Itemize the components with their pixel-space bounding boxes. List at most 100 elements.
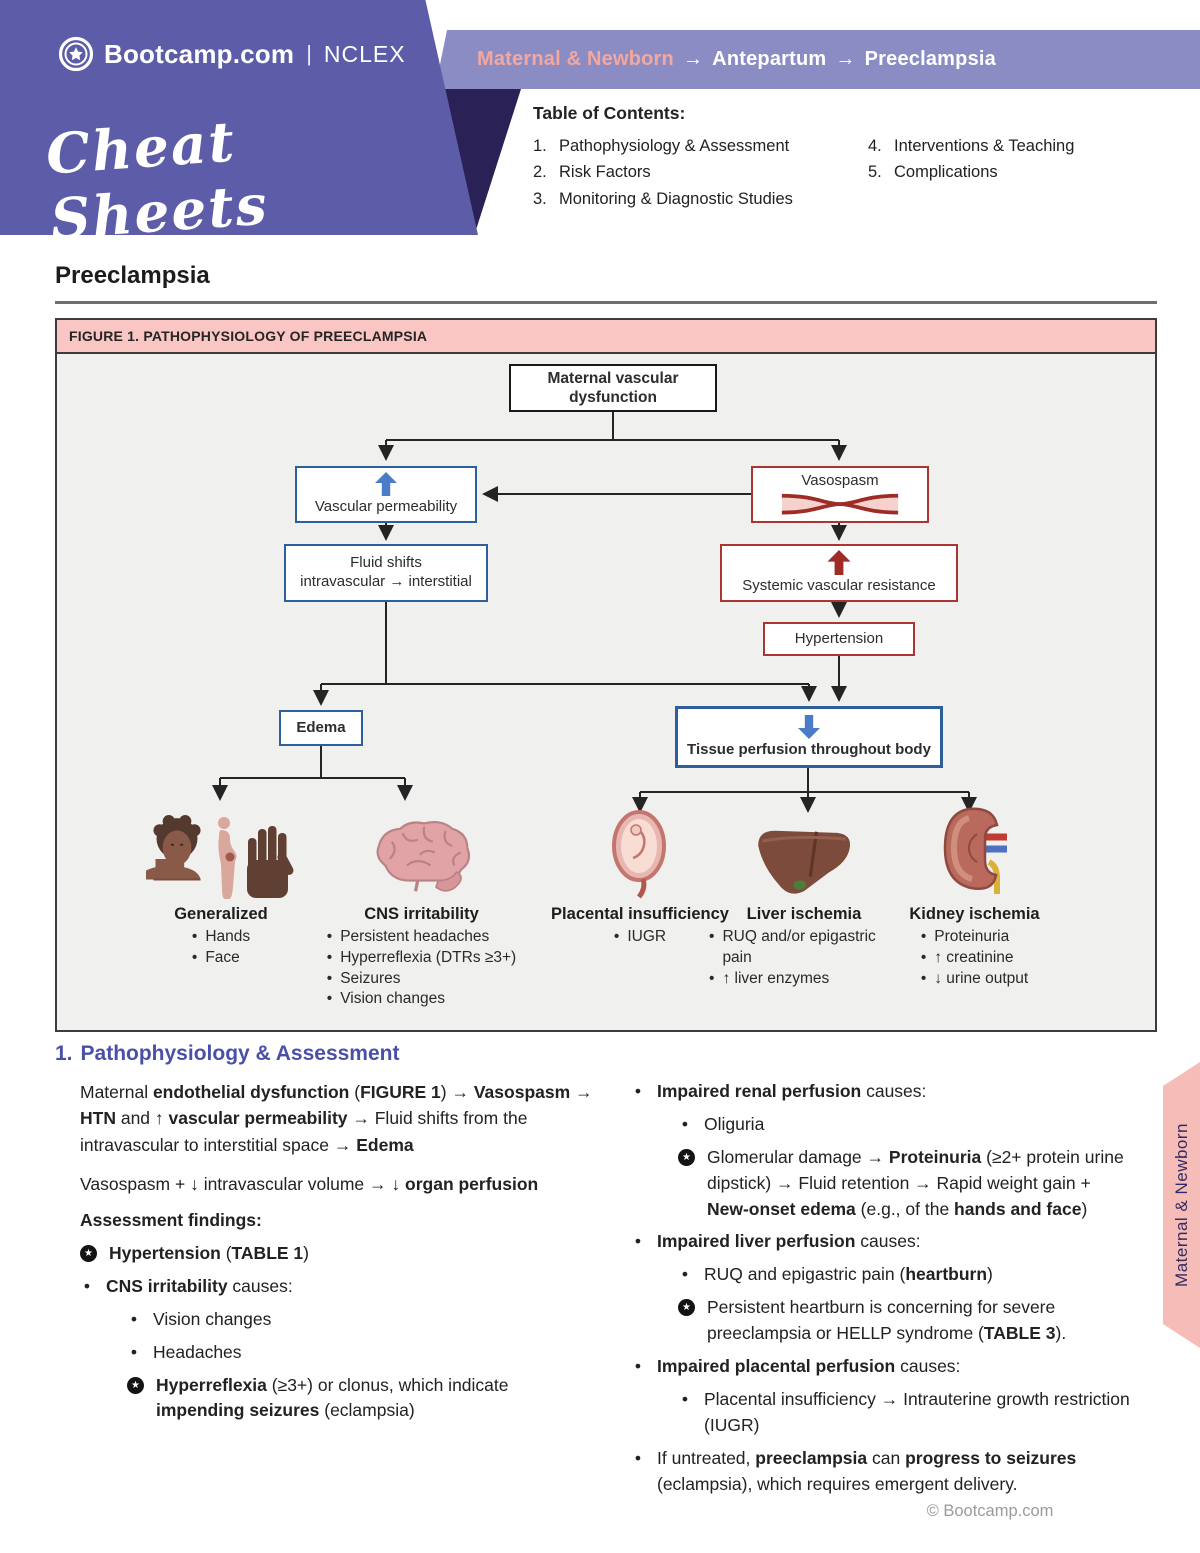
section-pathophysiology-assessment: 1.Pathophysiology & Assessment Maternal …: [55, 1042, 1163, 1504]
toc-item[interactable]: 4.Interventions & Teaching: [868, 137, 1075, 155]
bullet-icon: •: [634, 1447, 642, 1468]
kidney-illustration: [943, 807, 1007, 894]
figure-title: FIGURE 1. PATHOPHYSIOLOGY OF PREECLAMPSI…: [57, 320, 1155, 354]
bullet-icon: •: [920, 948, 927, 966]
bullet-icon: •: [709, 928, 715, 945]
node-vascular-permeability: Vascular permeability: [295, 466, 477, 523]
bullet-icon: •: [634, 1356, 642, 1377]
outcome-bullet: •Hands: [192, 927, 250, 948]
title-divider: [55, 301, 1157, 304]
face-illustration: [146, 815, 201, 881]
breadcrumb-arrow-icon: →: [835, 48, 856, 70]
outcome-bullet: •Vision changes: [327, 989, 516, 1010]
bullet-icon: •: [681, 1388, 689, 1409]
outcome-bullet: •Proteinuria: [921, 927, 1028, 948]
outcome-bullet: •↑ liver enzymes: [709, 969, 899, 990]
bullet-icon: •: [613, 928, 620, 945]
outcome-liver-ischemia: Liver ischemia •RUQ and/or epigastric pa…: [709, 804, 899, 989]
key-point: ★Glomerular damage → Proteinuria (≥2+ pr…: [678, 1145, 1131, 1223]
node-hypertension: Hypertension: [763, 622, 915, 656]
key-point-icon: ★: [678, 1299, 695, 1317]
bullet-icon: •: [634, 1231, 642, 1252]
constricted-vessel-icon: [781, 493, 899, 515]
outcome-bullet: •Persistent headaches: [327, 927, 516, 948]
outcome-bullet: •↑ creatinine: [921, 948, 1028, 969]
figure-1: FIGURE 1. PATHOPHYSIOLOGY OF PREECLAMPSI…: [55, 318, 1157, 1032]
breadcrumb-topic: Preeclampsia: [864, 48, 996, 70]
outcome-label: CNS irritability: [364, 905, 479, 923]
list-item: •CNS irritability causes:: [80, 1274, 595, 1300]
node-maternal-vascular-dysfunction: Maternal vascular dysfunction: [509, 364, 717, 412]
increase-arrow-icon: [827, 550, 851, 576]
key-point-icon: ★: [127, 1376, 144, 1394]
outcome-label: Generalized: [174, 905, 268, 923]
bullet-icon: •: [191, 948, 198, 966]
side-tab-maternal-newborn[interactable]: Maternal & Newborn: [1163, 1062, 1200, 1348]
outcome-label: Liver ischemia: [746, 905, 862, 923]
paragraph: Vasospasm + ↓ intravascular volume → ↓ o…: [80, 1173, 539, 1194]
toc-item[interactable]: 2.Risk Factors: [533, 163, 651, 182]
bullet-icon: •: [326, 928, 333, 945]
toc-item[interactable]: 1.Pathophysiology & Assessment: [533, 137, 790, 155]
list-item: •Impaired renal perfusion causes:: [631, 1079, 1131, 1105]
pregnant-body-illustration: [218, 817, 237, 899]
bullet-icon: •: [920, 969, 927, 987]
list-item: •Impaired placental perfusion causes:: [631, 1354, 1131, 1380]
bullet-icon: •: [326, 948, 333, 966]
key-point: ★Persistent heartburn is concerning for …: [678, 1295, 1131, 1347]
key-point: ★Hypertension (TABLE 1): [80, 1241, 595, 1267]
breadcrumb-section[interactable]: Maternal & Newborn: [477, 48, 674, 70]
brand-divider: |: [306, 41, 312, 66]
section-title: 1.Pathophysiology & Assessment: [55, 1042, 400, 1065]
list-item: •Oliguria: [678, 1112, 1131, 1138]
outcome-bullet: •Seizures: [327, 969, 516, 990]
page-title: Preeclampsia: [55, 262, 210, 289]
bullet-icon: •: [709, 969, 715, 987]
outcome-bullet: •RUQ and/or epigastric pain: [709, 927, 899, 969]
node-edema: Edema: [279, 710, 363, 746]
key-point: ★Hyperreflexia (≥3+) or clonus, which in…: [127, 1373, 595, 1425]
hand-illustration: [247, 826, 294, 898]
bullet-icon: •: [634, 1081, 642, 1101]
bullet-icon: •: [681, 1264, 689, 1285]
list-item: •RUQ and epigastric pain (heartburn): [678, 1262, 1131, 1288]
outcome-label: Placental insufficiency: [551, 905, 729, 923]
breadcrumb-sub[interactable]: Antepartum: [712, 48, 827, 70]
toc-item[interactable]: 3.Monitoring & Diagnostic Studies: [533, 189, 793, 208]
brand-logo: Bootcamp.com | NCLEX: [58, 36, 406, 72]
node-tissue-perfusion: Tissue perfusion throughout body: [675, 706, 943, 768]
brand-banner: Bootcamp.com | NCLEX Cheat Sheets: [0, 0, 478, 235]
placenta-illustration: [612, 810, 666, 899]
toc-title: Table of Contents:: [533, 103, 686, 123]
bullet-icon: •: [191, 928, 198, 945]
outcome-placental-insufficiency: Placental insufficiency •IUGR: [545, 804, 735, 948]
bullet-icon: •: [920, 928, 927, 945]
outcome-bullet: •Face: [192, 948, 250, 969]
breadcrumb-arrow-icon: →: [682, 48, 704, 70]
table-of-contents: Table of Contents: 1.Pathophysiology & A…: [533, 103, 1183, 212]
outcome-bullet: •Hyperreflexia (DTRs ≥3+): [327, 948, 516, 969]
outcome-cns-irritability: CNS irritability •Persistent headaches •…: [319, 804, 524, 1010]
paragraph: Maternal endothelial dysfunction (FIGURE…: [80, 1082, 593, 1155]
brand-name: Bootcamp.com: [104, 38, 295, 69]
flowchart: Maternal vascular dysfunction Vascular p…: [57, 354, 1155, 1030]
bootcamp-star-logo-icon: [58, 36, 94, 72]
brain-illustration: [376, 821, 470, 892]
list-item: •If untreated, preeclampsia can progress…: [631, 1446, 1131, 1498]
bullet-icon: •: [130, 1341, 138, 1362]
bullet-icon: •: [326, 969, 333, 987]
toc-item[interactable]: 5.Complications: [868, 163, 998, 182]
node-fluid-shifts: Fluid shifts intravascular → interstitia…: [284, 544, 488, 602]
bullet-icon: •: [326, 990, 333, 1008]
assessment-findings-heading: Assessment findings:: [80, 1210, 262, 1230]
breadcrumb: Maternal & Newborn → Antepartum → Preecl…: [435, 30, 1200, 89]
increase-arrow-icon: [375, 472, 397, 497]
outcome-label: Kidney ischemia: [909, 905, 1040, 923]
brand-product: NCLEX: [323, 40, 406, 67]
node-systemic-vascular-resistance: Systemic vascular resistance: [720, 544, 958, 602]
copyright: © Bootcamp.com: [926, 1502, 1054, 1520]
node-vasospasm: Vasospasm: [751, 466, 929, 523]
list-item: •Vision changes: [127, 1307, 595, 1333]
cheat-sheets-title: Cheat Sheets: [43, 108, 271, 252]
section-left-column: Maternal endothelial dysfunction (FIGURE…: [55, 1079, 595, 1504]
